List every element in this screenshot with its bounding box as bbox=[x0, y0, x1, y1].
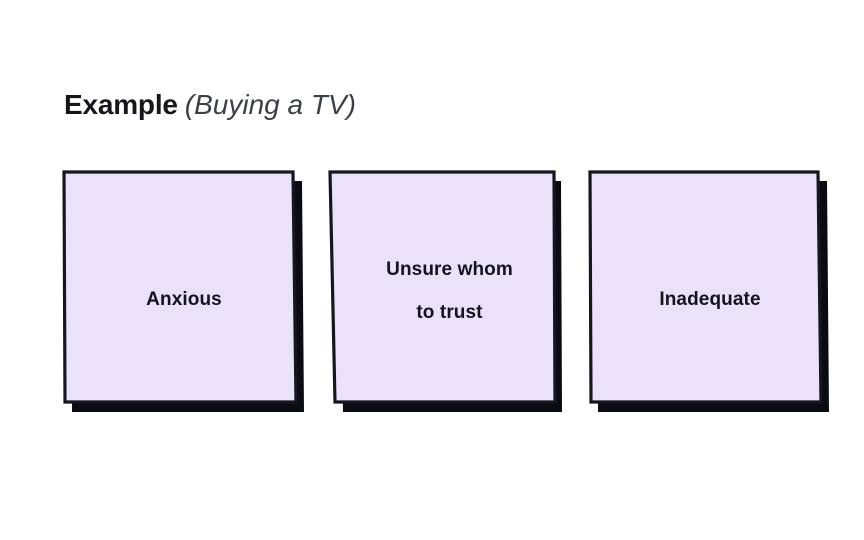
page-title-subtitle: (Buying a TV) bbox=[184, 89, 356, 120]
sticky-note-2-face bbox=[328, 170, 557, 404]
sticky-note-3[interactable]: Inadequate bbox=[586, 168, 830, 418]
sticky-note-1-face bbox=[62, 170, 298, 404]
sticky-note-3-shape bbox=[588, 170, 829, 412]
sticky-note-1[interactable]: Anxious bbox=[60, 168, 304, 418]
sticky-note-2-shape bbox=[328, 170, 562, 412]
sticky-note-3-face bbox=[588, 170, 823, 404]
page-title: Example(Buying a TV) bbox=[64, 88, 356, 122]
sticky-note-1-shape bbox=[62, 170, 304, 412]
sticky-note-2[interactable]: Unsure whom to trust bbox=[326, 168, 570, 418]
page-title-main: Example bbox=[64, 89, 178, 120]
